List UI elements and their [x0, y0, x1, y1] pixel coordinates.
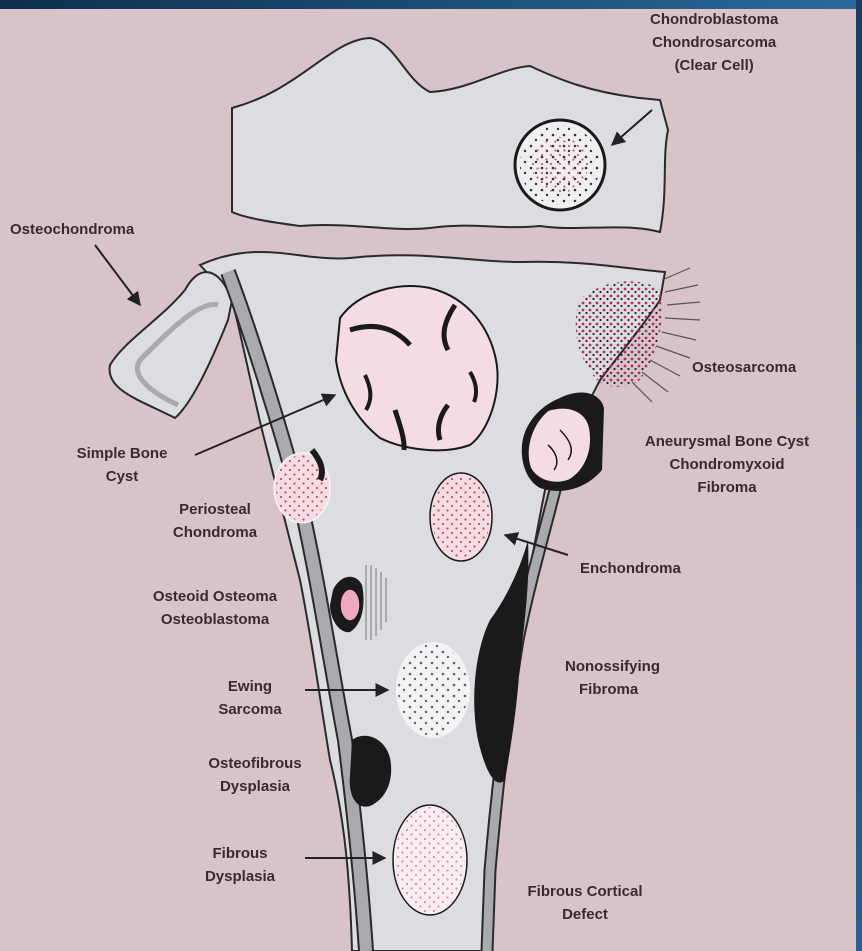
label-line: Dysplasia: [175, 775, 335, 798]
label-line: Chondrosarcoma: [650, 31, 778, 54]
label-line: Fibroma: [565, 678, 660, 701]
label-aneurysmal-bone-cyst: Aneurysmal Bone Cyst Chondromyxoid Fibro…: [612, 430, 842, 499]
label-line: Cyst: [52, 465, 192, 488]
label-ewing-sarcoma: Ewing Sarcoma: [190, 675, 310, 721]
label-osteosarcoma: Osteosarcoma: [692, 356, 796, 379]
label-line: Osteosarcoma: [692, 356, 796, 379]
osteochondroma: [110, 272, 232, 418]
label-line: Defect: [500, 903, 670, 926]
label-line: Osteofibrous: [175, 752, 335, 775]
label-line: Nonossifying: [565, 655, 660, 678]
label-osteoid-osteoma: Osteoid Osteoma Osteoblastoma: [120, 585, 310, 631]
label-line: Chondroma: [150, 521, 280, 544]
label-chondroblastoma: Chondroblastoma Chondrosarcoma (Clear Ce…: [650, 8, 778, 77]
epiphysis: [232, 38, 668, 232]
label-nonossifying-fibroma: Nonossifying Fibroma: [565, 655, 660, 701]
label-line: Chondroblastoma: [650, 8, 778, 31]
label-periosteal-chondroma: Periosteal Chondroma: [150, 498, 280, 544]
label-line: Simple Bone: [52, 442, 192, 465]
chondroblastoma-lesion: [515, 120, 605, 210]
label-simple-bone-cyst: Simple Bone Cyst: [52, 442, 192, 488]
label-fibrous-dysplasia: Fibrous Dysplasia: [180, 842, 300, 888]
label-line: Periosteal: [150, 498, 280, 521]
label-line: Enchondroma: [580, 557, 681, 580]
label-line: Aneurysmal Bone Cyst: [612, 430, 842, 453]
label-line: Chondromyxoid: [612, 453, 842, 476]
label-line: Osteochondroma: [10, 218, 134, 241]
label-line: Ewing: [190, 675, 310, 698]
label-line: Dysplasia: [180, 865, 300, 888]
label-line: Fibrous: [180, 842, 300, 865]
label-line: Fibrous Cortical: [500, 880, 670, 903]
label-line: Osteoblastoma: [120, 608, 310, 631]
label-line: Fibroma: [612, 476, 842, 499]
label-osteofibrous-dysplasia: Osteofibrous Dysplasia: [175, 752, 335, 798]
frame-edge: [856, 0, 862, 951]
label-enchondroma: Enchondroma: [580, 557, 681, 580]
label-osteochondroma: Osteochondroma: [10, 218, 134, 241]
label-line: Sarcoma: [190, 698, 310, 721]
label-fibrous-cortical-defect: Fibrous Cortical Defect: [500, 880, 670, 926]
label-line: Osteoid Osteoma: [120, 585, 310, 608]
label-line: (Clear Cell): [650, 54, 778, 77]
